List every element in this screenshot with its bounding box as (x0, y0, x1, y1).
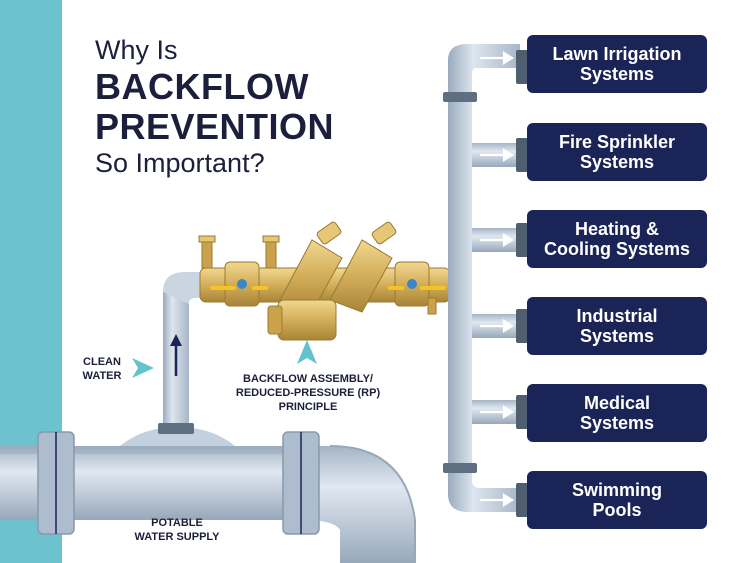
title-line-2: BACKFLOW (95, 66, 309, 107)
title-block: Why Is BACKFLOW PREVENTION So Important? (95, 34, 334, 180)
main-supply-pipe (0, 428, 416, 563)
title-line-1: Why Is (95, 35, 178, 65)
destination-swimming-pools: Swimming Pools (527, 471, 707, 529)
inlet-riser-pipe (158, 272, 205, 434)
clean-water-arrow-icon (132, 358, 154, 378)
backflow-assembly-label: BACKFLOW ASSEMBLY/ REDUCED-PRESSURE (RP)… (235, 373, 381, 413)
distribution-header-pipe (443, 44, 528, 517)
destination-industrial: Industrial Systems (527, 297, 707, 355)
destination-heating-cooling: Heating & Cooling Systems (527, 210, 707, 268)
destination-lawn-irrigation: Lawn Irrigation Systems (527, 35, 707, 93)
assembly-pointer-arrow-icon (297, 340, 317, 364)
potable-water-supply-label: POTABLE WATER SUPPLY (134, 517, 220, 543)
title-line-3: PREVENTION (95, 106, 335, 147)
backflow-assembly (198, 221, 451, 341)
destination-fire-sprinkler: Fire Sprinkler Systems (527, 123, 707, 181)
clean-water-label: CLEAN WATER (82, 356, 122, 382)
title-line-4: So Important? (95, 148, 265, 178)
destination-medical: Medical Systems (527, 384, 707, 442)
